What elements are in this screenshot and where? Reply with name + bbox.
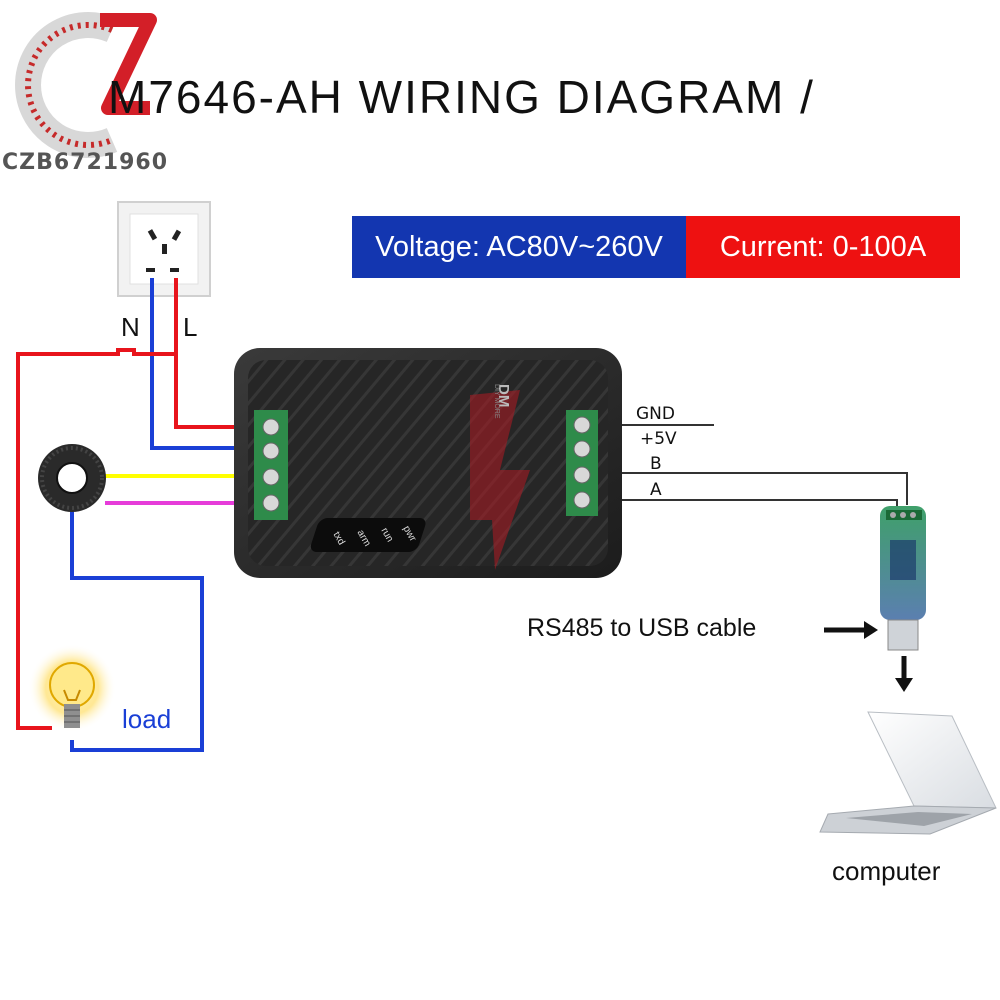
terminal-5v-label: +5V [640,429,677,449]
blue-wire-load [70,470,204,752]
computer-label: computer [832,856,941,886]
b-wire [592,472,908,505]
device-brand-sub: DIY MORE [493,384,500,419]
load-label: load [122,704,172,734]
current-spec-badge: Current: 0-100A [686,216,960,278]
logo-icon [15,12,157,158]
arrow-down-icon [895,656,913,692]
left-terminal-block [254,410,288,520]
usb-adapter-icon [880,506,926,651]
arrow-right-icon [824,621,878,639]
neutral-label: N [121,312,140,342]
page-title: M7646-AH WIRING DIAGRAM / [108,71,815,123]
voltage-spec-badge: Voltage: AC80V~260V [352,216,686,278]
terminal-b-label: B [650,454,662,474]
red-wire-load [16,348,176,730]
blue-wire-n [150,278,268,450]
power-socket-icon [117,201,211,297]
usb-cable-label: RS485 to USB cable [527,614,757,642]
light-bulb-icon [28,644,116,732]
current-transformer-icon [38,444,106,512]
meter-device [234,348,622,578]
right-terminal-block [566,410,598,516]
terminal-gnd-label: GND [636,404,675,424]
live-label: L [183,312,198,342]
a-wire [592,499,898,510]
terminal-a-label: A [650,480,662,500]
laptop-icon [819,711,997,835]
logo-brand-text: CZB6721960 [2,150,169,175]
